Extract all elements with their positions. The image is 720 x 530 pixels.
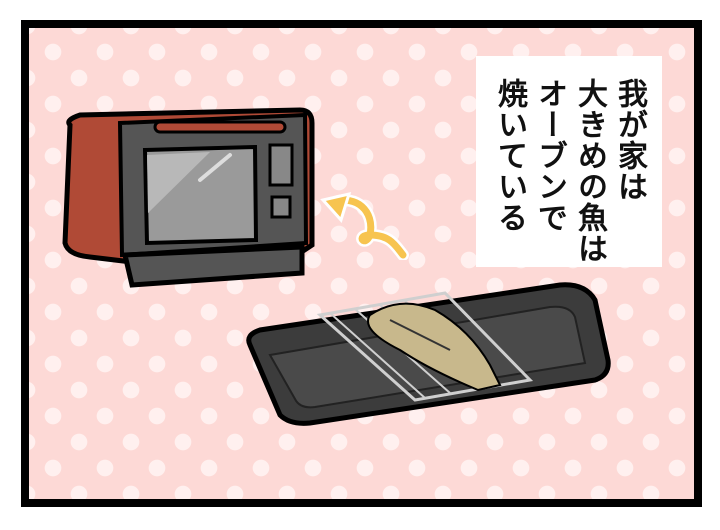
toaster-oven-illustration <box>62 107 315 288</box>
caption-line-2: 大きめの魚は <box>572 78 607 264</box>
caption-line-1: 我が家は <box>612 78 647 202</box>
caption-line-4: 焼いている <box>492 78 527 233</box>
arrow-icon <box>320 191 409 260</box>
caption-box: 我が家は 大きめの魚は オーブンで 焼いている <box>476 56 662 267</box>
grill-tray-with-fish <box>246 282 611 426</box>
caption-line-3: オーブンで <box>532 78 567 233</box>
